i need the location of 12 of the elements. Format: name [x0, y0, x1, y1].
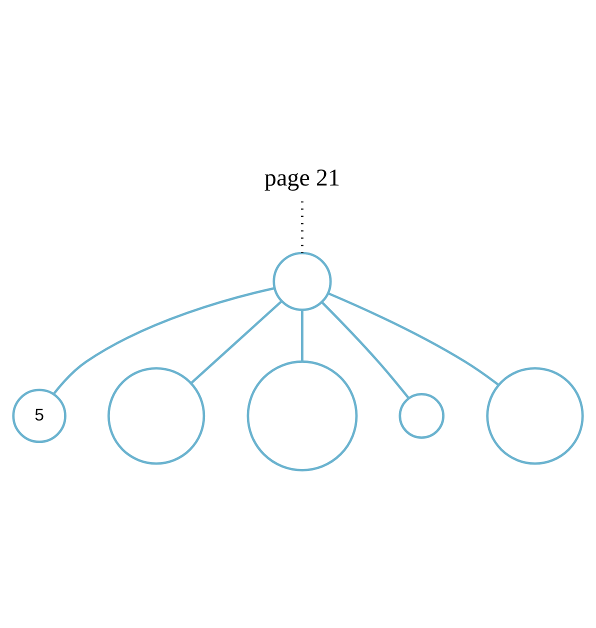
- node-circle: [272, 252, 332, 311]
- node-circle: [486, 367, 584, 465]
- connector: [52, 286, 275, 395]
- connector: [328, 292, 500, 386]
- node-circle: 5: [12, 388, 66, 444]
- connector: [190, 300, 282, 384]
- node-circle: [107, 367, 206, 465]
- node-circle: [246, 360, 358, 472]
- connector: [301, 310, 304, 362]
- node-text: page 21: [264, 166, 340, 192]
- node-circle: [398, 393, 445, 439]
- connector: [320, 301, 410, 399]
